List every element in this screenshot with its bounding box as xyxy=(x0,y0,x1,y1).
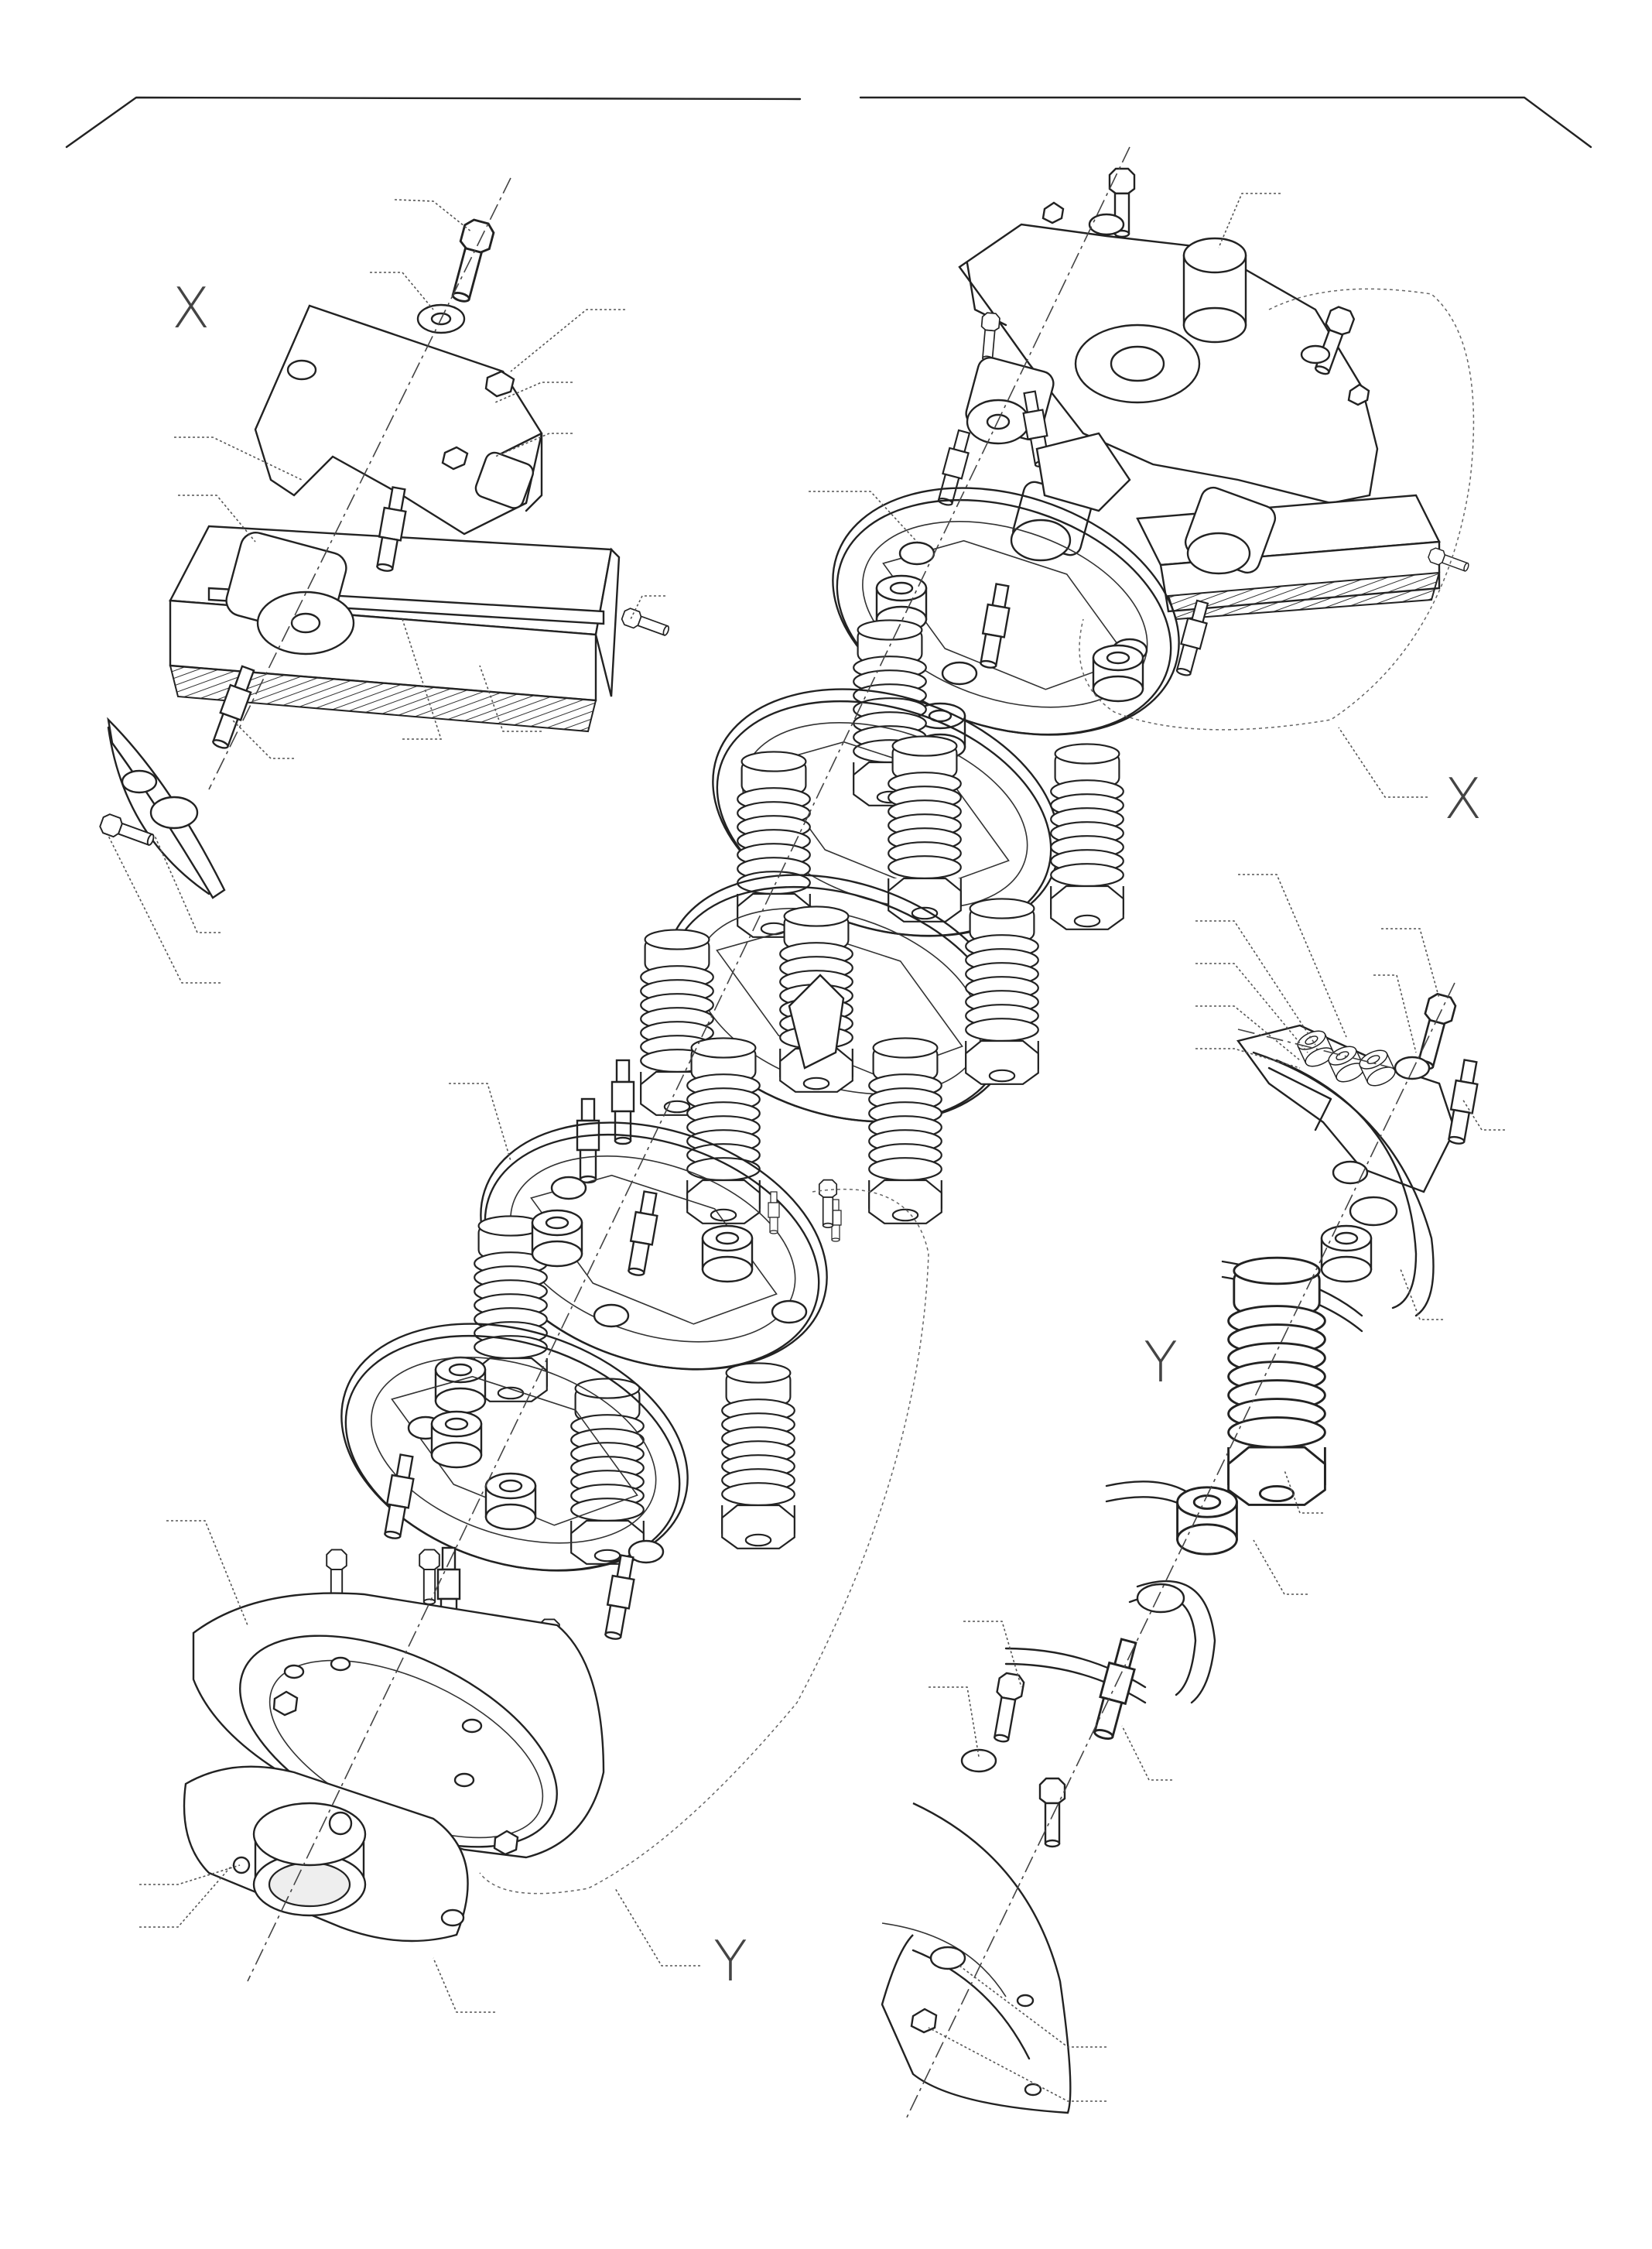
frame-lines xyxy=(65,96,1592,149)
detail-y-label: Y xyxy=(1144,1330,1178,1395)
detail-x-label: X xyxy=(172,276,210,341)
main-column-assembly xyxy=(139,146,1475,2013)
detail-y-view xyxy=(881,874,1505,2121)
detail-y-callout-label: Y xyxy=(713,1929,747,1994)
detail-x-view xyxy=(97,177,672,984)
detail-x-callout-label: X xyxy=(1444,766,1483,831)
